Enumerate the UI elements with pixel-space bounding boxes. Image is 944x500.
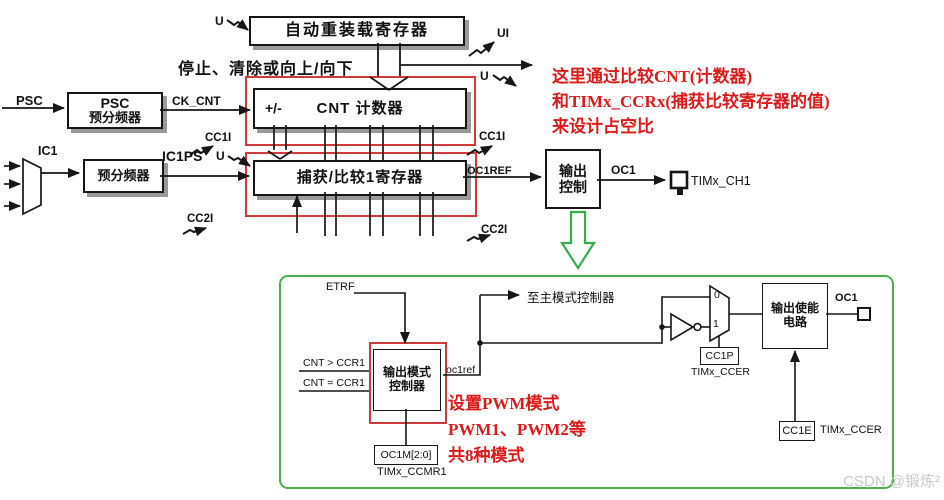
cc1p-bit-box: CC1P [700, 347, 739, 365]
timx-ccer-label-1: TIMx_CCER [691, 366, 750, 378]
highlight-rect-mode-ctrl [369, 342, 447, 424]
cc1i-label-right: CC1I [479, 131, 506, 143]
oc1m-bits-label: OC1M[2:0] [380, 448, 432, 461]
cnt-gt-ccr1-label: CNT > CCR1 [303, 357, 365, 369]
etrf-label: ETRF [326, 281, 355, 293]
u-label-top: U [215, 14, 224, 28]
ui-label: UI [497, 26, 509, 40]
duty-cycle-annotation: 这里通过比较CNT(计数器) 和TIMx_CCRx(捕获比较寄存器的值) 来设计… [552, 64, 830, 139]
cc1p-bit-label: CC1P [705, 349, 734, 362]
oc1ref-small-label: oc1ref [446, 364, 476, 376]
timx-ch1-label: TIMx_CH1 [691, 174, 751, 188]
pwm-mode-annotation: 设置PWM模式 PWM1、PWM2等 共8种模式 [448, 391, 586, 469]
ic1ps-label: IC1PS [162, 148, 203, 164]
cnt-eq-ccr1-label: CNT = CCR1 [303, 377, 365, 389]
cc1e-bit-box: CC1E [779, 421, 815, 441]
auto-reload-register-label: 自动重装载寄存器 [284, 21, 429, 39]
u-label-mid: U [216, 149, 225, 163]
prescaler-label: 预分频器 [97, 167, 150, 183]
cc1e-bit-label: CC1E [782, 424, 812, 437]
input-mux-symbol [22, 157, 42, 216]
csdn-watermark: CSDN @锻炼² [843, 473, 940, 490]
prescaler-box: 预分频器 [83, 159, 164, 193]
output-control-label-1: 输出 [559, 162, 587, 179]
output-enable-circuit-box: 输出使能 电路 [762, 283, 828, 349]
oc1-label-top: OC1 [611, 163, 636, 177]
auto-reload-register-box: 自动重装载寄存器 [249, 16, 465, 46]
oc1-label-panel: OC1 [835, 292, 858, 304]
mux-input-1-label: 1 [713, 318, 719, 330]
output-mode-label-2: 控制器 [388, 379, 425, 393]
plus-minus-label: +/- [265, 100, 282, 116]
ui-event-arrow-icon [468, 41, 495, 57]
pwm-annotation-line-3: 共8种模式 [448, 446, 525, 465]
capture-compare-label: 捕获/比较1寄存器 [296, 169, 424, 187]
oc1ref-label: OC1REF [467, 165, 512, 177]
annotation-line-1: 这里通过比较CNT(计数器) [552, 67, 753, 86]
cnt-counter-box: +/- CNT 计数器 [253, 88, 467, 129]
timx-ch1-pin-icon [669, 170, 689, 195]
stop-clear-updown-label: 停止、清除或向上/向下 [178, 61, 354, 78]
to-master-mode-label: 至主模式控制器 [527, 291, 615, 305]
ic1-label: IC1 [38, 144, 58, 158]
cc2i-label-right: CC2I [481, 224, 508, 236]
ck-cnt-label: CK_CNT [172, 94, 221, 108]
annotation-line-2: 和TIMx_CCRx(捕获比较寄存器的值) [552, 92, 830, 111]
mux-input-0-label: 0 [714, 289, 720, 301]
timx-ccer-label-2: TIMx_CCER [820, 424, 882, 436]
timx-ccmr1-label: TIMx_CCMR1 [377, 466, 447, 478]
highlight-rect-capture [245, 152, 477, 217]
capture-compare-register-box: 捕获/比较1寄存器 [253, 160, 467, 196]
u-event-arrow-icon [226, 19, 249, 31]
psc-box-subtitle: 预分频器 [88, 110, 141, 126]
psc-prescaler-box: PSC 预分频器 [67, 92, 163, 129]
output-control-box: 输出 控制 [545, 149, 601, 209]
green-down-arrow [559, 210, 597, 271]
output-enable-label-1: 输出使能 [770, 301, 819, 316]
highlight-rect-cnt [245, 76, 476, 146]
output-mode-label-1: 输出模式 [382, 365, 431, 380]
annotation-line-3: 来设计占空比 [552, 117, 654, 136]
psc-input-label: PSC [16, 93, 43, 108]
cc2i-label-left: CC2I [187, 213, 214, 225]
cnt-counter-label: CNT 计数器 [316, 99, 404, 117]
output-mode-controller-box: 输出模式 控制器 [373, 349, 441, 411]
u-label-right: U [480, 69, 489, 83]
pwm-annotation-line-2: PWM1、PWM2等 [448, 420, 586, 439]
oc1m-bits-box: OC1M[2:0] [374, 445, 438, 465]
pwm-annotation-line-1: 设置PWM模式 [448, 394, 560, 413]
cc1i-label-left: CC1I [205, 132, 232, 144]
u-event-arrow-icon [492, 74, 517, 87]
output-control-label-2: 控制 [559, 179, 587, 195]
cc2i-event-arrow-icon [182, 226, 207, 237]
psc-box-title: PSC [100, 94, 130, 111]
output-enable-label-2: 电路 [782, 315, 807, 329]
